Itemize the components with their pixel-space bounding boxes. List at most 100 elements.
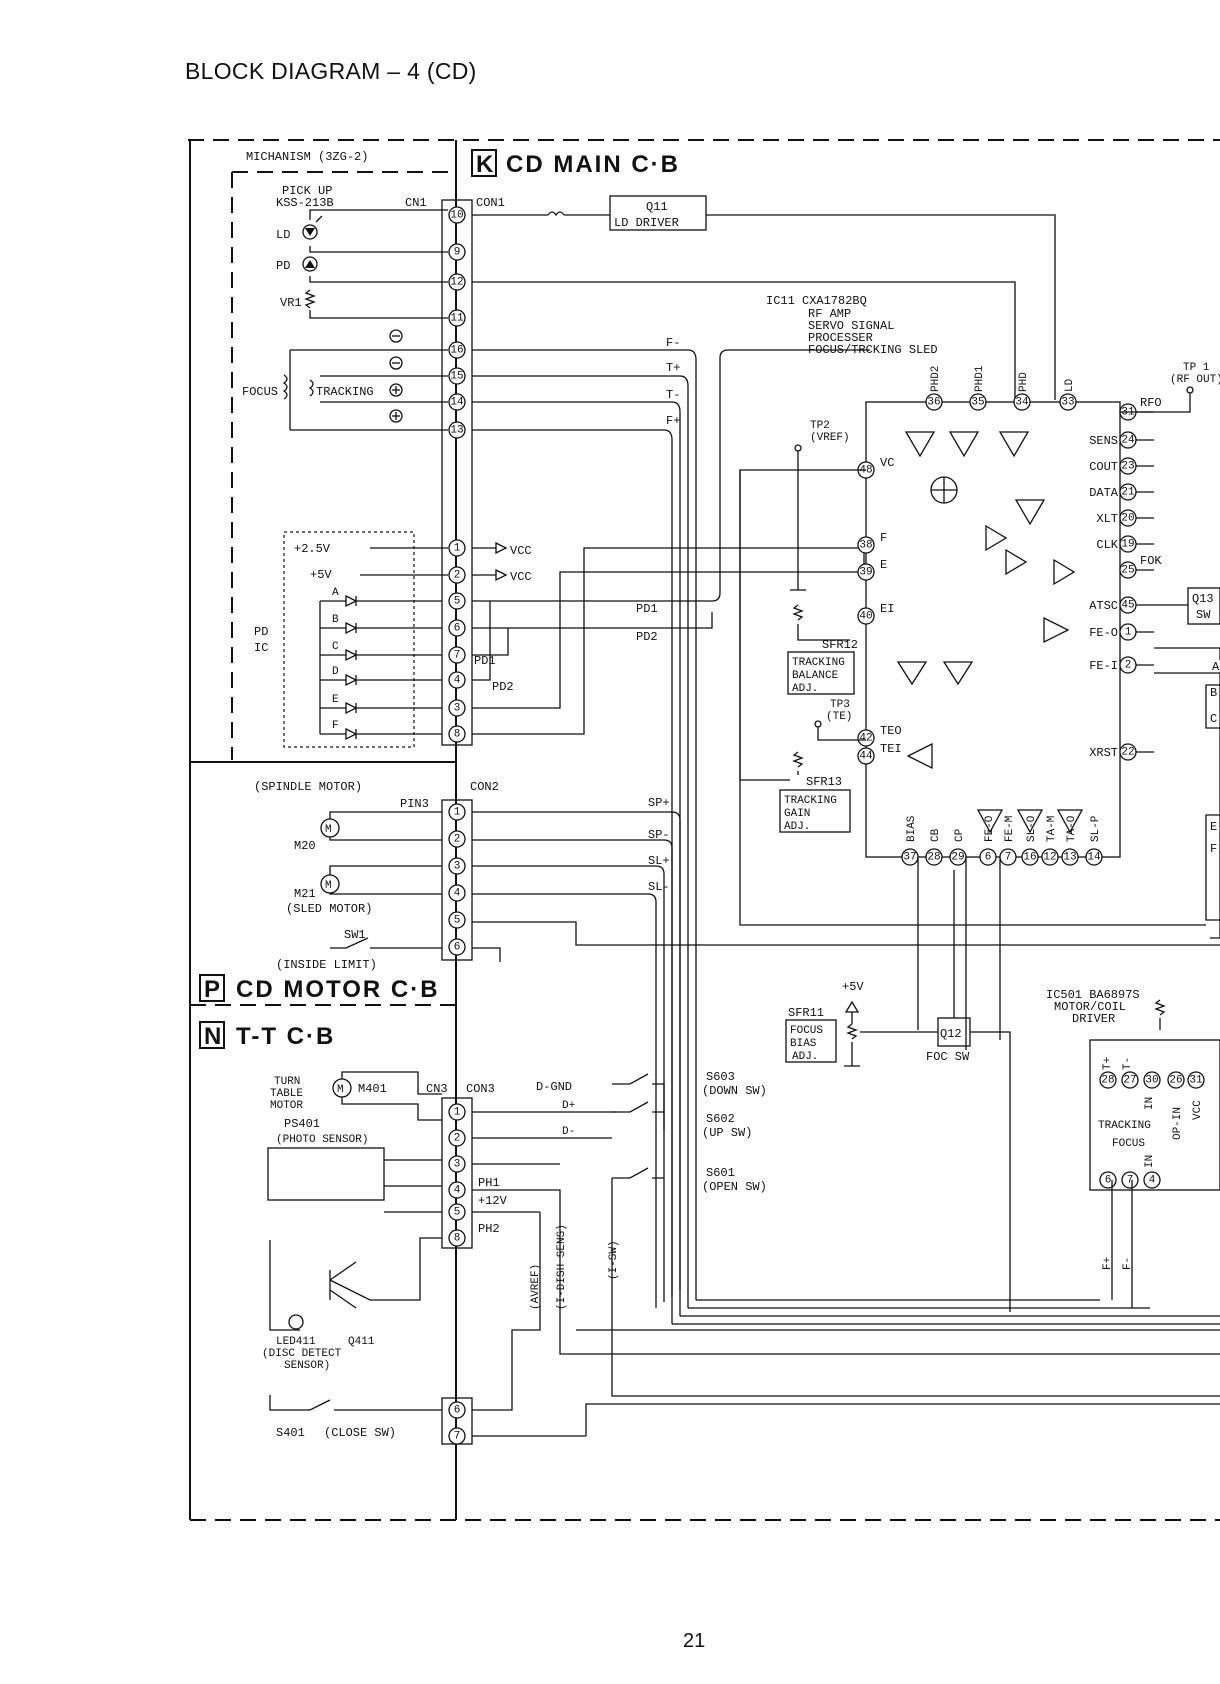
ic11-pin-label-38: F (880, 531, 887, 545)
pd-diode-c-icon: C (320, 641, 442, 662)
ic11-pin-label-33: LD (1064, 378, 1076, 392)
ic11-opamps (896, 431, 1084, 834)
ic501-pin-26: 26 (1167, 1071, 1185, 1089)
i-dish-sens-label: (I-DISH SENS) (556, 1224, 568, 1310)
svg-text:3: 3 (454, 861, 461, 873)
svg-text:M: M (337, 1084, 344, 1096)
wire-t-minus: T- (666, 388, 680, 402)
ic11-pin-label-b28: CB (930, 828, 942, 842)
ic501-pin-28: 28 (1099, 1071, 1117, 1089)
svg-text:45: 45 (1121, 600, 1134, 612)
svg-text:2: 2 (454, 570, 461, 582)
svg-text:3: 3 (454, 1159, 461, 1171)
s603-switch-icon (612, 1073, 665, 1130)
vcc-label-2: VCC (510, 570, 532, 584)
con3-pin-2: 2 (448, 1129, 466, 1147)
svg-text:1: 1 (1125, 627, 1132, 639)
mechanism-title: MICHANISM (3ZG-2) (246, 150, 368, 164)
d-gnd-label: D-GND (536, 1080, 572, 1094)
sfr11-desc-1: FOCUS (790, 1025, 823, 1037)
ic501-name: IC501 BA6897S (1046, 988, 1140, 1002)
svg-text:16: 16 (450, 345, 463, 357)
focus-group-label: FOCUS (1112, 1138, 1145, 1150)
board-p-title: CD MOTOR C·B (236, 976, 440, 1003)
con1-pin-14: 14 (448, 393, 466, 411)
con3-pin-1: 1 (448, 1103, 466, 1121)
con1-pin-5: 5 (448, 592, 466, 610)
con2-wire-sp-plus: SP+ (648, 796, 670, 810)
disc-detect-2: SENSOR) (284, 1360, 330, 1372)
svg-text:6: 6 (454, 623, 461, 635)
side-letter-c: C (1210, 712, 1217, 726)
ic11-pin-label-b12: TA-M (1046, 816, 1058, 842)
ic11-pin-label-25: FOK (1140, 554, 1162, 568)
pd-ic-label-2: IC (254, 641, 268, 655)
svg-text:2: 2 (454, 1133, 461, 1145)
con1-pin-2: 2 (448, 566, 466, 584)
con1-pin-6: 6 (448, 619, 466, 637)
ic11-pin-label-35: PHD1 (974, 365, 986, 392)
con1-pin-4: 4 (448, 671, 466, 689)
con3-label: CON3 (466, 1082, 495, 1096)
con1-pin-7: 7 (448, 646, 466, 664)
pd2-label: PD2 (636, 630, 658, 644)
ic11-pin-label-b7: FE-M (1004, 816, 1016, 842)
sfr12-desc-2: BALANCE (792, 670, 839, 682)
svg-text:12: 12 (1043, 852, 1056, 864)
pd-diode-a-icon: A (320, 587, 442, 608)
ic11-line-4: FOCUS/TRCKING SLED (808, 343, 938, 357)
plus25-label: +2.5V (294, 542, 331, 556)
board-n-letter: N (204, 1023, 223, 1050)
ic11-pin-b12: 12 (1041, 848, 1059, 866)
svg-text:6: 6 (1105, 1175, 1112, 1187)
con1-pin-3: 3 (448, 699, 466, 717)
pd-ic-label-1: PD (254, 625, 268, 639)
ic11-pin-label-36: PHD2 (930, 366, 942, 392)
svg-text:4: 4 (454, 1185, 461, 1197)
sw1-switch-icon (330, 937, 442, 949)
sw1-label: SW1 (344, 928, 366, 942)
svg-text:8: 8 (454, 729, 461, 741)
svg-text:39: 39 (859, 567, 872, 579)
ic11-pin-40: 40 (857, 607, 875, 625)
sfr11-desc-3: ADJ. (792, 1051, 818, 1063)
side-letter-f: F (1210, 842, 1217, 856)
ic501-line-2: DRIVER (1072, 1012, 1115, 1026)
tp1-point (1186, 386, 1194, 394)
q411-transistor-icon (329, 1261, 357, 1309)
ic11-pin-b28: 28 (925, 848, 943, 866)
svg-text:28: 28 (1101, 1075, 1114, 1087)
ic501-line-1: MOTOR/COIL (1054, 1000, 1126, 1014)
svg-text:M: M (325, 824, 332, 836)
ic11-pin-label-19: CLK (1096, 538, 1118, 552)
svg-text:26: 26 (1169, 1075, 1182, 1087)
svg-text:40: 40 (859, 611, 872, 623)
svg-text:30: 30 (1145, 1075, 1158, 1087)
ic11-pin-23: 23 (1119, 457, 1137, 475)
board-k-badge (471, 149, 497, 177)
s603-desc: (DOWN SW) (702, 1084, 767, 1098)
tp3-label: TP3 (830, 699, 850, 711)
con3-pin-3: 3 (448, 1155, 466, 1173)
sfr13-desc-1: TRACKING (784, 795, 837, 807)
page-number: 21 (683, 1630, 706, 1652)
in-label-tracking: IN (1144, 1097, 1156, 1110)
svg-text:13: 13 (450, 425, 463, 437)
ic501-t-minus: T- (1122, 1057, 1134, 1070)
svg-text:2: 2 (454, 834, 461, 846)
pd-diode-d-icon: D (320, 666, 442, 687)
svg-text:2: 2 (1125, 660, 1132, 672)
ic11-pin-21: 21 (1119, 483, 1137, 501)
ic11-pin-label-2: FE-I (1089, 659, 1118, 673)
ic11-line-3: PROCESSER (808, 331, 873, 345)
ic11-pin-38: 38 (857, 536, 875, 554)
cn3-label: CN3 (426, 1082, 448, 1096)
svg-text:23: 23 (1121, 461, 1134, 473)
board-k-letter: K (476, 151, 495, 178)
svg-text:4: 4 (454, 888, 461, 900)
svg-text:5: 5 (454, 596, 461, 608)
